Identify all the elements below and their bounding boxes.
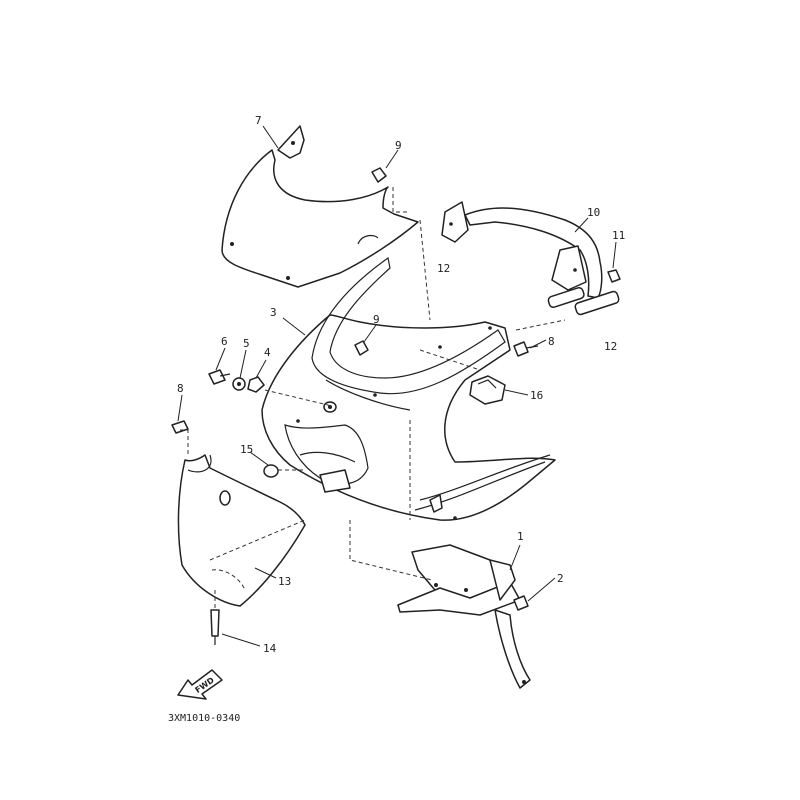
callout-9b: 9 (373, 313, 380, 326)
callout-9a: 9 (395, 139, 402, 152)
callout-numbers: 1 2 3 4 5 6 7 8 8 9 9 10 11 12 12 13 14 … (177, 114, 625, 655)
assembly-lines (180, 219, 566, 608)
callout-15: 15 (240, 443, 253, 456)
windscreen (221, 125, 419, 288)
upper-cowling (261, 256, 556, 521)
callout-4: 4 (264, 346, 271, 359)
callout-1: 1 (517, 530, 524, 543)
stay-bracket (441, 201, 620, 316)
callout-2: 2 (557, 572, 564, 585)
callout-8a: 8 (548, 335, 555, 348)
lower-cover (177, 454, 306, 607)
callout-7: 7 (255, 114, 262, 127)
callout-13: 13 (278, 575, 291, 588)
hardware (171, 167, 621, 645)
callout-12b: 12 (604, 340, 617, 353)
callout-11: 11 (612, 229, 625, 242)
callout-14: 14 (263, 642, 277, 655)
stay-lower (397, 544, 531, 689)
callout-5: 5 (243, 337, 250, 350)
callout-16: 16 (530, 389, 543, 402)
reference-code: 3XM1010-0340 (168, 713, 240, 724)
leader-lines (177, 125, 617, 647)
callout-8b: 8 (177, 382, 184, 395)
callout-6: 6 (221, 335, 228, 348)
callout-12a: 12 (437, 262, 450, 275)
fwd-arrow-icon: FWD (177, 669, 223, 700)
callout-3: 3 (270, 306, 277, 319)
callout-10: 10 (587, 206, 600, 219)
